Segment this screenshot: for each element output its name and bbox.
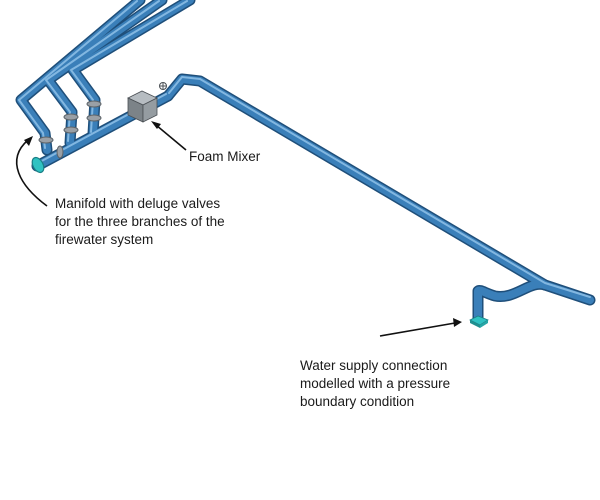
gate-valve-icon: [159, 82, 167, 90]
water-supply-arrow: [379, 322, 456, 337]
deluge-valves: [38, 100, 102, 159]
water-supply-label-line-1: Water supply connection: [300, 358, 448, 373]
manifold-label: Manifold with deluge valves for the thre…: [55, 195, 225, 249]
manifold-label-line-1: Manifold with deluge valves: [55, 196, 221, 211]
deluge-valve-1: [38, 136, 54, 144]
foam-mixer-arrow: [155, 124, 187, 151]
valve-ring-2: [86, 100, 102, 108]
valve-ring-1: [63, 113, 79, 121]
manifold-label-line-2: for the three branches of the: [55, 214, 225, 229]
deluge-valve-3: [86, 114, 102, 122]
water-supply-label-line-2: modelled with a pressure: [300, 376, 451, 391]
water-supply-label-line-3: boundary condition: [300, 394, 415, 409]
foam-mixer-block: [127, 90, 158, 123]
pipe-network: [15, 0, 596, 324]
annotation-arrows: [16, 121, 462, 337]
manifold-flange: [56, 145, 64, 159]
deluge-valve-2: [63, 126, 79, 134]
water-supply-connection: [469, 315, 489, 328]
manifold-arrow: [16, 139, 48, 207]
manifold-inlet-face: [31, 156, 45, 174]
water-supply-label: Water supply connection modelled with a …: [300, 357, 450, 411]
foam-mixer-label: Foam Mixer: [189, 149, 261, 164]
manifold-label-line-3: firewater system: [55, 232, 154, 247]
